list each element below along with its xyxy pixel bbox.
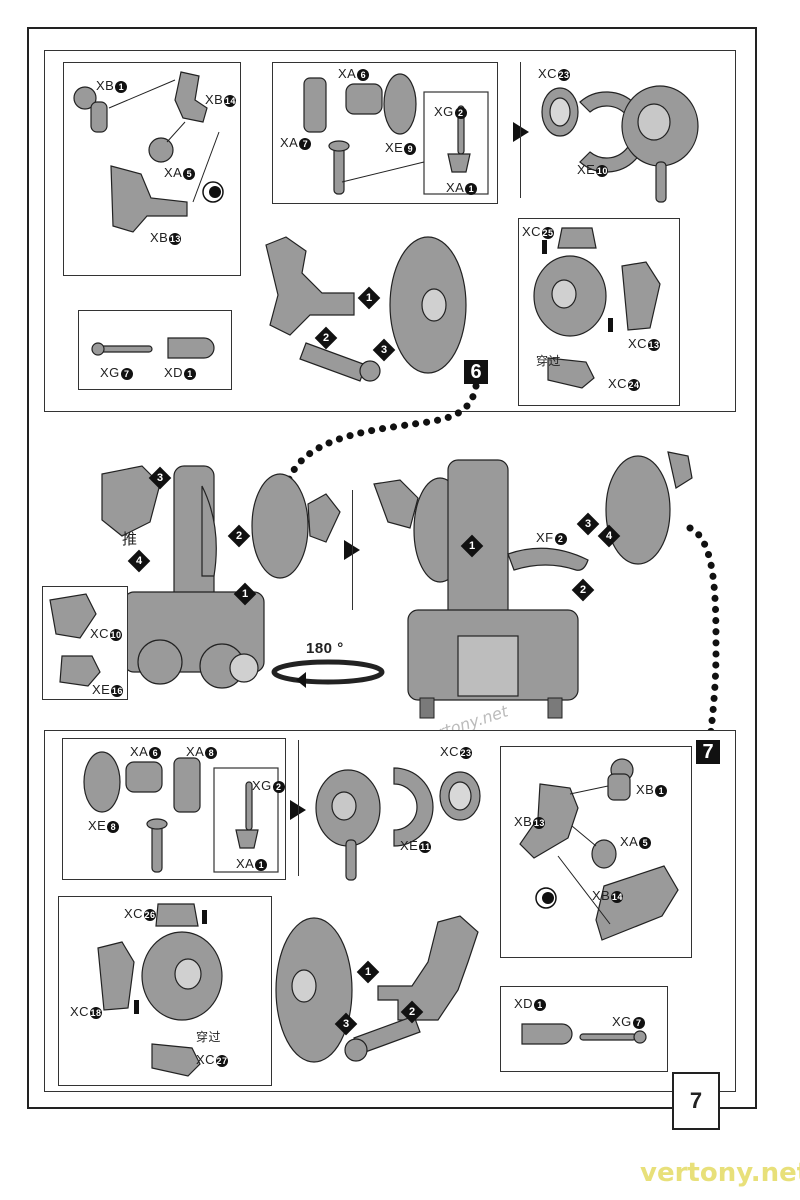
label-xc: XC23 xyxy=(440,744,473,759)
label-xc: XC27 xyxy=(196,1052,229,1067)
page-number: 7 xyxy=(672,1072,720,1130)
label-pass-through: 穿过 xyxy=(196,1030,222,1044)
top-box-e-art xyxy=(533,227,661,389)
bottom-box-i-art xyxy=(519,758,679,941)
label-xc: XC26 xyxy=(124,906,157,921)
top-box-d-art xyxy=(91,337,215,359)
label-xb: XB13 xyxy=(150,230,182,245)
rotate-180-icon xyxy=(271,659,385,688)
top-box-a-art xyxy=(73,71,224,233)
middle-box-f-art xyxy=(49,593,101,687)
bottom-box-g-art xyxy=(83,751,279,873)
bottom-box-h-art xyxy=(315,767,481,881)
label-xc: XC18 xyxy=(70,1004,103,1019)
label-xe: XE16 xyxy=(92,682,124,697)
label-xc: XC13 xyxy=(628,336,661,351)
label-xc: XC25 xyxy=(522,224,555,239)
footer-watermark: vertony.net xyxy=(640,1158,800,1188)
top-main-assembly xyxy=(265,236,467,382)
arrow-next-icon xyxy=(513,122,529,142)
bottom-main-assembly xyxy=(275,915,479,1063)
top-box-c-art xyxy=(541,85,699,203)
step-6-badge: 6 xyxy=(464,360,488,384)
top-box-b-art xyxy=(303,73,489,195)
label-xc: XC24 xyxy=(608,376,641,391)
middle-left-assembly xyxy=(101,465,341,689)
label-xb: XB14 xyxy=(592,888,624,903)
label-xc: XC10 xyxy=(90,626,123,641)
step-7-badge: 7 xyxy=(696,740,720,764)
divider xyxy=(520,62,521,198)
label-xb: XB14 xyxy=(205,92,237,107)
label-xe: XE10 xyxy=(577,162,609,177)
divider xyxy=(298,740,299,876)
bottom-box-j-art xyxy=(97,903,223,1077)
middle-right-assembly xyxy=(373,451,693,719)
label-pass-through: 穿过 xyxy=(536,354,562,368)
divider xyxy=(352,490,353,610)
rotation-label: 180 ° xyxy=(306,640,344,657)
label-xc: XC23 xyxy=(538,66,571,81)
bottom-box-k-art xyxy=(521,1023,647,1045)
label-xb: XB13 xyxy=(514,814,546,829)
label-push: 推 xyxy=(122,531,138,548)
